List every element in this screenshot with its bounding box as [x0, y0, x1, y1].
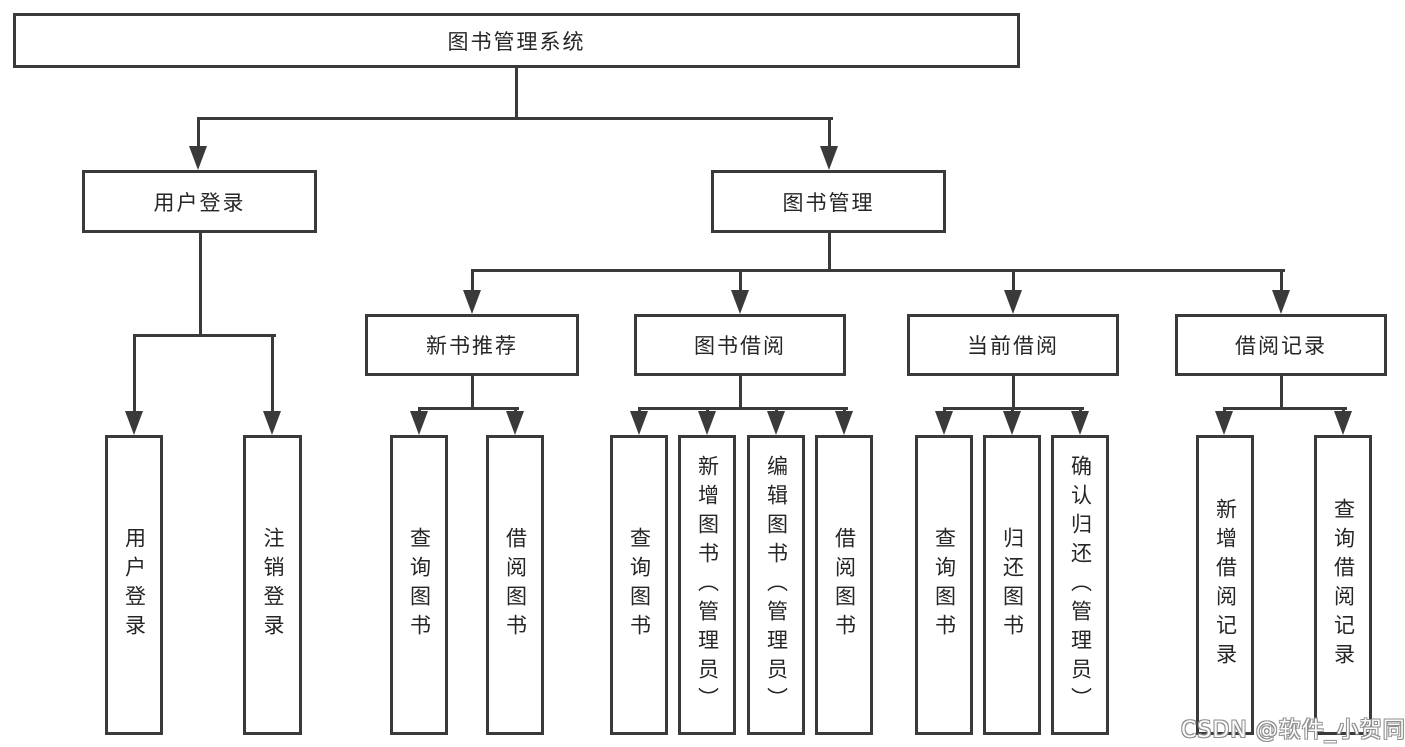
node-leaf-user-login: 用户登录	[105, 435, 163, 735]
node-leaf-borrow-books-borrowing: 借阅图书	[815, 435, 873, 735]
arrowhead-down-icon	[1272, 290, 1290, 314]
node-label: 查询图书	[932, 527, 957, 643]
node-borrowing-records: 借阅记录	[1175, 314, 1387, 376]
arrowhead-down-icon	[125, 411, 143, 435]
node-new-book-recommend: 新书推荐	[365, 314, 579, 376]
node-leaf-logout: 注销登录	[243, 435, 302, 735]
connector-segment	[738, 270, 742, 292]
connector-segment	[196, 118, 200, 148]
node-label: 查询图书	[407, 527, 432, 643]
node-label: 图书管理系统	[447, 29, 586, 54]
connector-segment	[637, 406, 848, 410]
node-leaf-confirm-return-admin: 确认归还（管理员）	[1051, 435, 1109, 735]
arrowhead-down-icon	[698, 411, 716, 435]
node-leaf-query-books-recommend: 查询图书	[390, 435, 448, 735]
connector-segment	[1279, 270, 1283, 292]
connector-segment	[132, 335, 136, 413]
arrowhead-down-icon	[1071, 411, 1089, 435]
arrowhead-down-icon	[1003, 411, 1021, 435]
node-leaf-add-borrow-record: 新增借阅记录	[1196, 435, 1254, 735]
node-label: 查询借阅记录	[1331, 498, 1356, 672]
node-leaf-return-book: 归还图书	[983, 435, 1041, 735]
connector-segment	[1011, 270, 1015, 292]
arrowhead-down-icon	[263, 411, 281, 435]
connector-segment	[198, 233, 202, 337]
connector-segment	[514, 68, 518, 120]
node-label: 归还图书	[1000, 527, 1025, 643]
arrowhead-down-icon	[630, 411, 648, 435]
node-label: 借阅图书	[503, 527, 528, 643]
arrowhead-down-icon	[820, 146, 838, 170]
arrowhead-down-icon	[463, 290, 481, 314]
node-label: 图书管理	[782, 190, 875, 215]
arrowhead-down-icon	[767, 411, 785, 435]
node-leaf-edit-book-admin: 编辑图书（管理员）	[747, 435, 805, 735]
node-label: 借阅图书	[832, 527, 857, 643]
connector-segment	[1279, 376, 1283, 410]
arrowhead-down-icon	[506, 411, 524, 435]
arrowhead-down-icon	[731, 290, 749, 314]
arrowhead-down-icon	[935, 411, 953, 435]
node-book-borrowing: 图书借阅	[634, 314, 846, 376]
arrowhead-down-icon	[1215, 411, 1233, 435]
connector-segment	[1011, 376, 1015, 410]
node-label: 注销登录	[261, 527, 285, 643]
connector-segment	[470, 268, 1285, 272]
node-label: 新书推荐	[426, 334, 518, 358]
node-label: 借阅记录	[1235, 334, 1327, 358]
arrowhead-down-icon	[410, 411, 428, 435]
node-label: 确认归还（管理员）	[1068, 454, 1093, 716]
node-leaf-add-book-admin: 新增图书（管理员）	[678, 435, 736, 735]
arrowhead-down-icon	[1004, 290, 1022, 314]
node-system-root: 图书管理系统	[13, 13, 1020, 68]
node-label: 用户登录	[153, 190, 246, 215]
node-leaf-query-borrow-record: 查询借阅记录	[1314, 435, 1372, 735]
node-label: 图书借阅	[694, 334, 786, 358]
node-user-login: 用户登录	[82, 170, 317, 233]
connector-segment	[738, 376, 742, 410]
arrowhead-down-icon	[835, 411, 853, 435]
arrowhead-down-icon	[189, 146, 207, 170]
connector-segment	[1222, 406, 1347, 410]
node-leaf-query-books-borrowing: 查询图书	[610, 435, 668, 735]
connector-segment	[132, 333, 276, 337]
node-label: 用户登录	[122, 527, 147, 643]
node-label: 查询图书	[627, 527, 652, 643]
arrowhead-down-icon	[1334, 411, 1352, 435]
node-label: 新增图书（管理员）	[695, 454, 720, 716]
node-leaf-borrow-books-recommend: 借阅图书	[486, 435, 544, 735]
node-label: 当前借阅	[967, 334, 1059, 358]
csdn-watermark: CSDN @软件_小贺同学	[1181, 718, 1405, 743]
connector-segment	[196, 116, 833, 120]
node-label: 新增借阅记录	[1213, 498, 1238, 672]
node-leaf-query-books-current: 查询图书	[915, 435, 973, 735]
node-label: 编辑图书（管理员）	[764, 454, 789, 716]
connector-segment	[827, 118, 831, 148]
connector-segment	[470, 270, 474, 292]
node-book-management: 图书管理	[711, 170, 946, 233]
node-current-borrowing: 当前借阅	[907, 314, 1119, 376]
connector-segment	[827, 233, 831, 272]
connector-segment	[470, 376, 474, 410]
connector-segment	[270, 335, 274, 413]
connector-segment	[417, 406, 519, 410]
